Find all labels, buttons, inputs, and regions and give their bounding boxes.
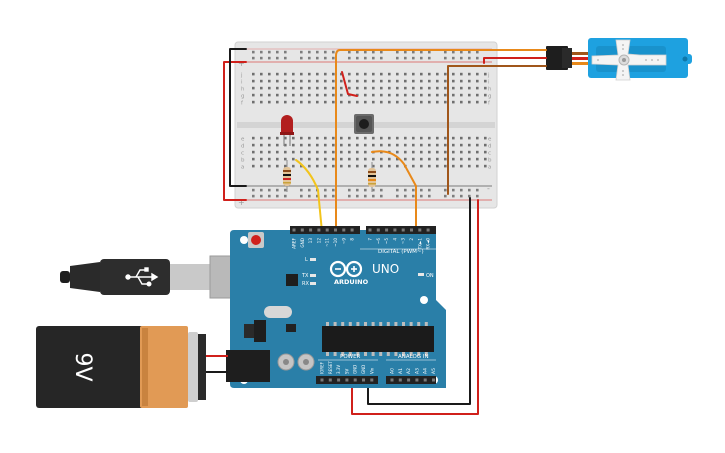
power-pin-label: 3.3V [336,365,341,374]
row-letter: i [488,80,490,86]
power-pin-label: GND [361,365,366,374]
analog-label: ANALOG IN [398,354,429,360]
rx-label: RX [302,281,309,287]
digital-pin-label: ~3 [401,238,406,245]
on-label: ON [426,273,434,279]
digital-pin-label: ~5 [384,238,389,245]
row-letter: f [241,101,244,107]
pushbutton[interactable] [354,114,374,134]
analog-pin-label: A4 [423,368,429,374]
wire-power-rail-left[interactable] [223,61,247,201]
digital-pin-label: 8 [350,238,355,241]
row-letter: j [487,73,490,79]
breadboard-holes [252,50,487,198]
analog-pin-label: A5 [431,368,437,374]
wire-5v-to-arduino[interactable] [351,199,479,415]
rail-plus-label: + [238,59,245,68]
row-letter: c [488,151,491,157]
microcontroller-chip [322,326,434,352]
wire-ground-to-arduino[interactable] [367,197,471,405]
digital-pin-label: ~9 [341,238,346,245]
analog-pin-label: A0 [390,368,396,374]
wire-servo-ground[interactable] [447,65,547,195]
power-pin-label: IOREF [320,361,325,374]
wire-ground-rail-left[interactable] [229,48,247,187]
row-letter: d [488,144,492,150]
rail-plus-label-bottom: + [238,198,245,207]
dc-power-jack[interactable] [226,350,270,382]
l-label: L [305,257,308,263]
analog-pin-label: A2 [406,368,412,374]
row-letter: j [240,73,243,79]
digital-pin-label: AREF [292,237,297,248]
tx-label: TX [301,273,309,279]
row-letter: a [488,165,491,171]
row-letter: c [241,151,244,157]
row-letter: e [241,137,245,143]
wires [223,48,547,415]
brand-label: ARDUINO [334,278,369,286]
digital-label: DIGITAL (PWM~) [378,249,424,255]
analog-header[interactable] [386,376,436,384]
model-label: UNO [372,262,399,276]
digital-pin-label: 7 [368,238,373,241]
row-letter: h [488,87,492,93]
row-letter: e [488,137,492,143]
wire-led-signal[interactable] [295,159,323,233]
digital-header[interactable] [290,226,436,234]
rail-minus-label: - [487,184,490,193]
digital-pin-label: ~10 [333,238,338,247]
power-pin-label: RESET [328,361,333,374]
row-letter: i [241,80,243,86]
digital-pin-label: ~6 [376,238,381,245]
row-letter: b [488,158,492,164]
wire-servo-signal[interactable] [335,49,547,61]
row-letter: h [241,87,245,93]
digital-pin-label: 4 [392,238,397,241]
digital-pin-label: 13 [308,238,313,244]
battery-label: 9V [70,352,95,381]
analog-pin-label: A3 [414,368,420,374]
wire-button-power[interactable] [341,71,358,97]
servo-motor[interactable] [546,38,692,81]
row-letter: a [241,165,244,171]
digital-pin-label: 2 [409,238,414,241]
row-letter: d [241,144,245,150]
digital-pin-label: GND [300,238,305,248]
power-label: POWER [340,354,361,360]
power-pin-label: GND [353,365,358,374]
resistor-led[interactable] [283,160,291,192]
power-pin-label: Vin [369,367,374,374]
power-header[interactable] [316,376,378,384]
resistor-button[interactable] [368,162,376,192]
usb-icon [125,267,159,287]
analog-pin-label: A1 [398,368,404,374]
arduino-logo [329,260,363,278]
led-red[interactable] [280,115,294,146]
digital-pin-label: 12 [316,238,321,244]
battery-9v[interactable]: 9V [36,326,228,408]
row-letter: g [241,94,245,100]
wire-button-signal[interactable] [371,150,417,233]
digital-pin-label: TX►1 [417,238,422,251]
digital-pin-label: RX◄0 [426,238,431,250]
status-leds: L TX RX ON [301,257,434,287]
reset-button[interactable] [248,232,264,248]
wire-servo-power[interactable] [483,57,547,64]
digital-pin-label: ~11 [325,238,330,247]
row-letter: g [488,94,492,100]
row-letter: b [241,158,245,164]
row-letter: f [488,101,491,107]
power-pin-label: 5V [344,368,349,374]
